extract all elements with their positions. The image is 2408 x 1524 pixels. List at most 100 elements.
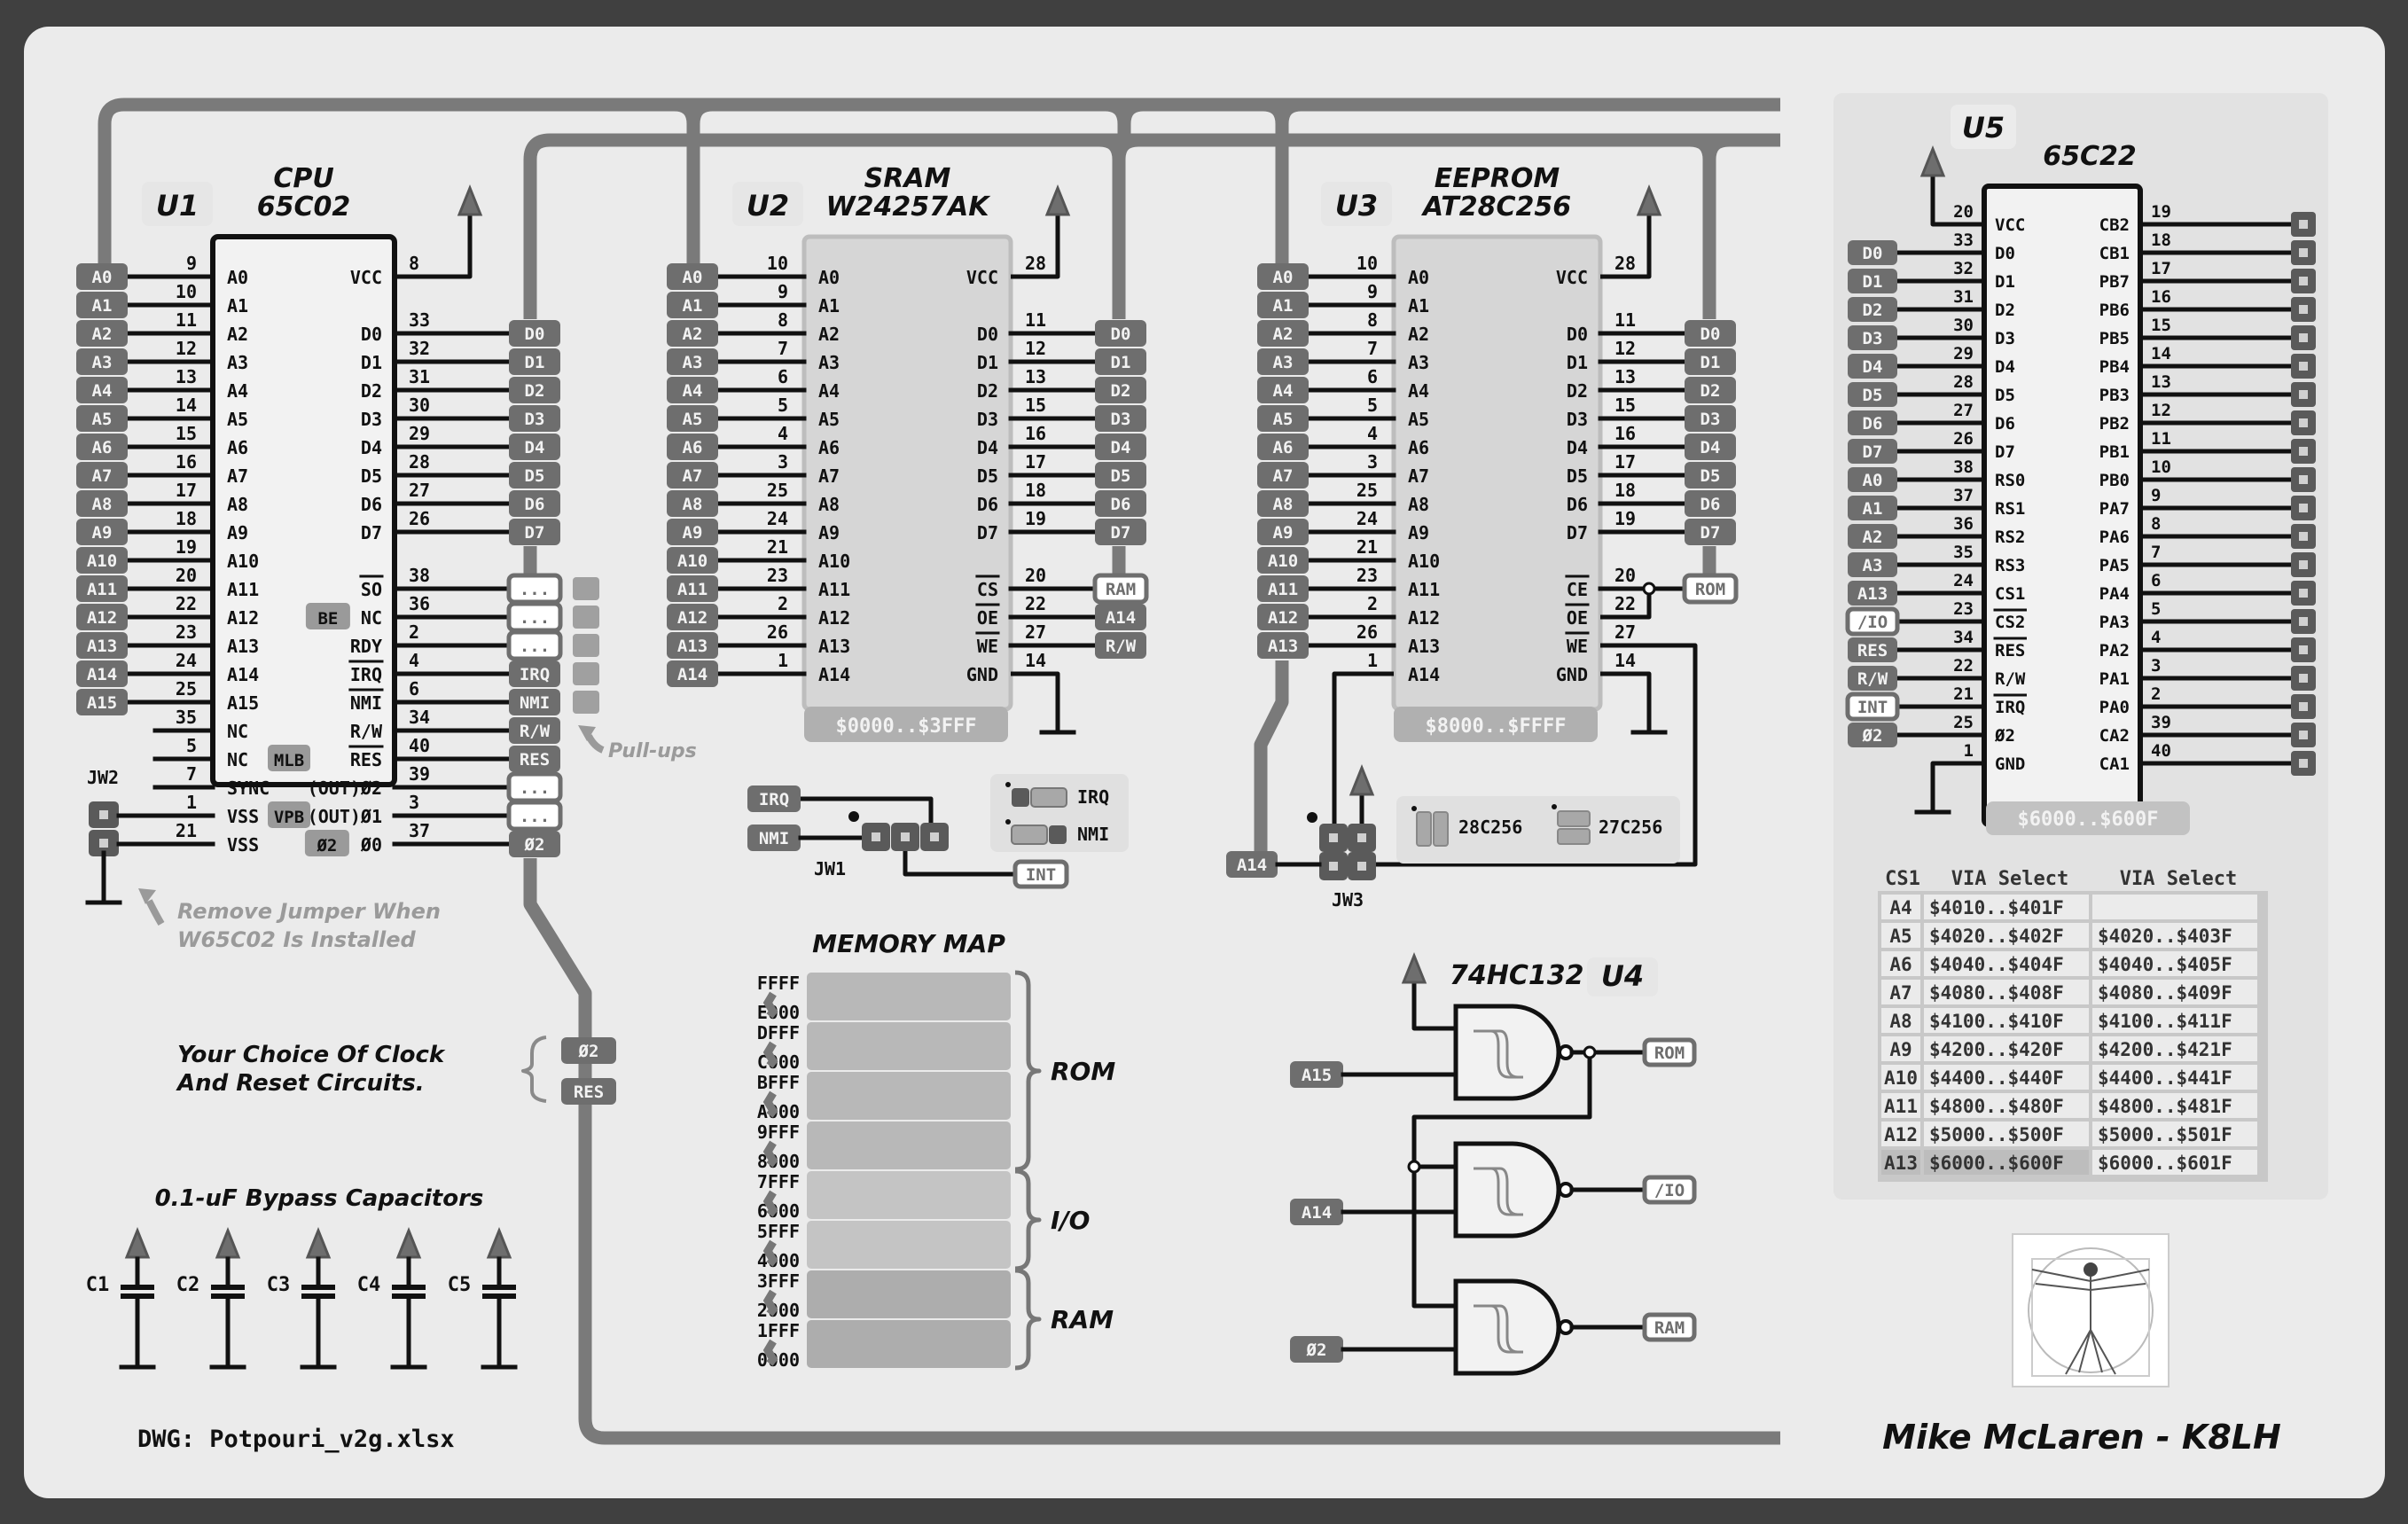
net-tag-INT[interactable]: INT (1845, 692, 1900, 722)
net-tag-xIO[interactable]: /IO (1845, 606, 1900, 637)
net-tag-D0[interactable]: D0 (1095, 320, 1146, 347)
net-tag-A4[interactable]: A4 (76, 377, 128, 403)
net-tag-A3[interactable]: A3 (1257, 348, 1309, 375)
net-tag-out-0[interactable]: ROM (1642, 1037, 1697, 1067)
net-tag-D7[interactable]: D7 (1848, 439, 1897, 464)
net-tag-xxx[interactable]: ... (506, 800, 563, 832)
net-tag-A15[interactable]: A15 (76, 689, 128, 715)
net-tag-A0[interactable]: A0 (667, 263, 718, 290)
net-tag-D1[interactable]: D1 (509, 348, 560, 375)
net-tag-A10[interactable]: A10 (1257, 547, 1309, 574)
net-tag-A1[interactable]: A1 (76, 292, 128, 318)
net-tag-D7[interactable]: D7 (1685, 519, 1736, 545)
net-tag-A5[interactable]: A5 (1257, 405, 1309, 432)
net-tag-A5[interactable]: A5 (667, 405, 718, 432)
net-tag-D2[interactable]: D2 (1848, 297, 1897, 322)
net-tag-A1[interactable]: A1 (667, 292, 718, 318)
net-tag-A14[interactable]: A14 (76, 660, 128, 687)
net-tag-A10[interactable]: A10 (667, 547, 718, 574)
net-tag-D5[interactable]: D5 (509, 462, 560, 488)
net-tag-A13[interactable]: A13 (1848, 581, 1897, 606)
net-tag-A13[interactable]: A13 (76, 632, 128, 659)
net-tag-A7[interactable]: A7 (76, 462, 128, 488)
net-tag-NMI[interactable]: NMI (509, 689, 560, 715)
net-tag-A10[interactable]: A10 (76, 547, 128, 574)
net-tag-in-0[interactable]: A15 (1290, 1061, 1343, 1088)
net-tag-D6[interactable]: D6 (509, 490, 560, 517)
net-tag-IRQ[interactable]: IRQ (747, 785, 801, 812)
net-tag-D6[interactable]: D6 (1685, 490, 1736, 517)
net-tag-xxx[interactable]: ... (506, 771, 563, 803)
net-tag-D7[interactable]: D7 (1095, 519, 1146, 545)
net-tag-D0[interactable]: D0 (1685, 320, 1736, 347)
net-tag-A2[interactable]: A2 (76, 320, 128, 347)
net-tag-A2[interactable]: A2 (1848, 524, 1897, 549)
net-tag-A11[interactable]: A11 (76, 575, 128, 602)
net-tag-D1[interactable]: D1 (1848, 269, 1897, 293)
net-tag-A6[interactable]: A6 (667, 434, 718, 460)
net-tag-D3[interactable]: D3 (1848, 325, 1897, 350)
net-tag-out-2[interactable]: RAM (1642, 1312, 1697, 1342)
net-tag-A14[interactable]: A14 (1226, 851, 1278, 878)
net-tag-A4[interactable]: A4 (667, 377, 718, 403)
net-tag-A12[interactable]: A12 (667, 604, 718, 630)
net-tag-x2[interactable]: Ø2 (1848, 723, 1897, 747)
net-tag-D2[interactable]: D2 (1095, 377, 1146, 403)
net-tag-A1[interactable]: A1 (1257, 292, 1309, 318)
net-tag-A0[interactable]: A0 (1848, 467, 1897, 492)
net-tag-D5[interactable]: D5 (1095, 462, 1146, 488)
net-tag-NMI[interactable]: NMI (747, 825, 801, 851)
net-tag-D6[interactable]: D6 (1095, 490, 1146, 517)
net-tag-RxW[interactable]: R/W (509, 717, 560, 744)
net-tag-A8[interactable]: A8 (76, 490, 128, 517)
net-tag-D2[interactable]: D2 (1685, 377, 1736, 403)
net-tag-A11[interactable]: A11 (667, 575, 718, 602)
net-tag-in-1[interactable]: A14 (1290, 1199, 1343, 1225)
net-tag-A6[interactable]: A6 (76, 434, 128, 460)
net-tag-D2[interactable]: D2 (509, 377, 560, 403)
net-tag-A9[interactable]: A9 (1257, 519, 1309, 545)
net-tag-A0[interactable]: A0 (76, 263, 128, 290)
net-tag-A8[interactable]: A8 (1257, 490, 1309, 517)
net-tag-D6[interactable]: D6 (1848, 410, 1897, 435)
net-tag-D4[interactable]: D4 (1095, 434, 1146, 460)
net-tag-RES[interactable]: RES (509, 746, 560, 772)
net-tag-out-1[interactable]: /IO (1642, 1175, 1697, 1205)
net-tag-A0[interactable]: A0 (1257, 263, 1309, 290)
net-tag-A9[interactable]: A9 (667, 519, 718, 545)
net-tag-RAM[interactable]: RAM (1092, 573, 1149, 605)
net-tag-A9[interactable]: A9 (76, 519, 128, 545)
net-tag-D4[interactable]: D4 (1848, 354, 1897, 379)
net-tag-D1[interactable]: D1 (1685, 348, 1736, 375)
net-tag-D3[interactable]: D3 (1095, 405, 1146, 432)
net-tag-D4[interactable]: D4 (1685, 434, 1736, 460)
net-tag-D0[interactable]: D0 (509, 320, 560, 347)
net-tag-A3[interactable]: A3 (1848, 552, 1897, 577)
net-tag-D5[interactable]: D5 (1685, 462, 1736, 488)
net-tag-A8[interactable]: A8 (667, 490, 718, 517)
net-tag-A4[interactable]: A4 (1257, 377, 1309, 403)
net-tag-INT[interactable]: INT (1012, 859, 1069, 889)
net-tag-RxW[interactable]: R/W (1095, 632, 1146, 659)
net-tag-xxx[interactable]: ... (506, 601, 563, 633)
net-tag-xxx[interactable]: ... (506, 629, 563, 661)
net-tag-D3[interactable]: D3 (509, 405, 560, 432)
net-tag-D3[interactable]: D3 (1685, 405, 1736, 432)
net-tag-D5[interactable]: D5 (1848, 382, 1897, 407)
net-tag-ROM[interactable]: ROM (1682, 573, 1739, 605)
net-tag-A13[interactable]: A13 (667, 632, 718, 659)
net-tag-xxx[interactable]: ... (506, 573, 563, 605)
net-tag-A5[interactable]: A5 (76, 405, 128, 432)
net-tag-D1[interactable]: D1 (1095, 348, 1146, 375)
net-tag-A13[interactable]: A13 (1257, 632, 1309, 659)
net-tag-A7[interactable]: A7 (667, 462, 718, 488)
net-tag-D4[interactable]: D4 (509, 434, 560, 460)
net-tag-RES[interactable]: RES (1848, 637, 1897, 662)
net-tag-A2[interactable]: A2 (1257, 320, 1309, 347)
net-tag-in-2[interactable]: Ø2 (1290, 1336, 1343, 1363)
net-tag-reset[interactable]: RES (561, 1078, 616, 1105)
net-tag-A14[interactable]: A14 (667, 660, 718, 687)
net-tag-A3[interactable]: A3 (667, 348, 718, 375)
net-tag-A3[interactable]: A3 (76, 348, 128, 375)
net-tag-x2[interactable]: Ø2 (509, 831, 560, 857)
